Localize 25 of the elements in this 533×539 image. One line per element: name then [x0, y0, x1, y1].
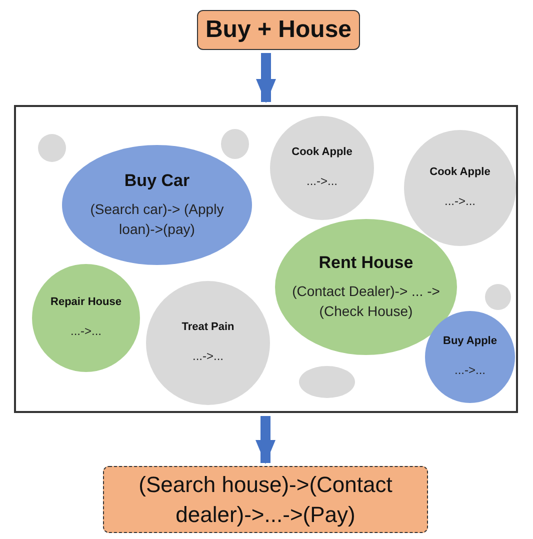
process-box [197, 10, 360, 50]
process-box [103, 466, 428, 533]
task-title: Treat Pain [182, 321, 234, 334]
task-title: Cook Apple [430, 166, 490, 179]
task-title: Rent House [318, 252, 414, 272]
task-title: Repair House [50, 296, 122, 309]
task-steps: ...->... [192, 348, 224, 365]
task-title: Buy Apple [443, 335, 497, 348]
empty-circle [221, 129, 249, 159]
task-title: Buy Car [124, 170, 190, 190]
task-steps: ...->... [306, 172, 338, 190]
empty-circle [485, 284, 511, 310]
task-title: Cook Apple [292, 146, 352, 159]
arrow [256, 416, 276, 464]
arrow [256, 53, 276, 103]
task-steps: (Search car)-> (Apply loan)->(pay) [79, 200, 235, 240]
task-steps: (Contact Dealer)-> ... ->(Check House) [291, 282, 441, 322]
empty-circle [299, 366, 355, 398]
title-text: Buy + House [205, 14, 352, 45]
task-steps: ...->... [444, 192, 476, 210]
group-frame [14, 105, 518, 413]
task-steps: ...->... [454, 362, 486, 379]
task-steps: ...->... [70, 322, 102, 340]
empty-circle [38, 134, 66, 162]
result-text: (Search house)->(Contact dealer)->...->(Pay) [138, 470, 394, 529]
